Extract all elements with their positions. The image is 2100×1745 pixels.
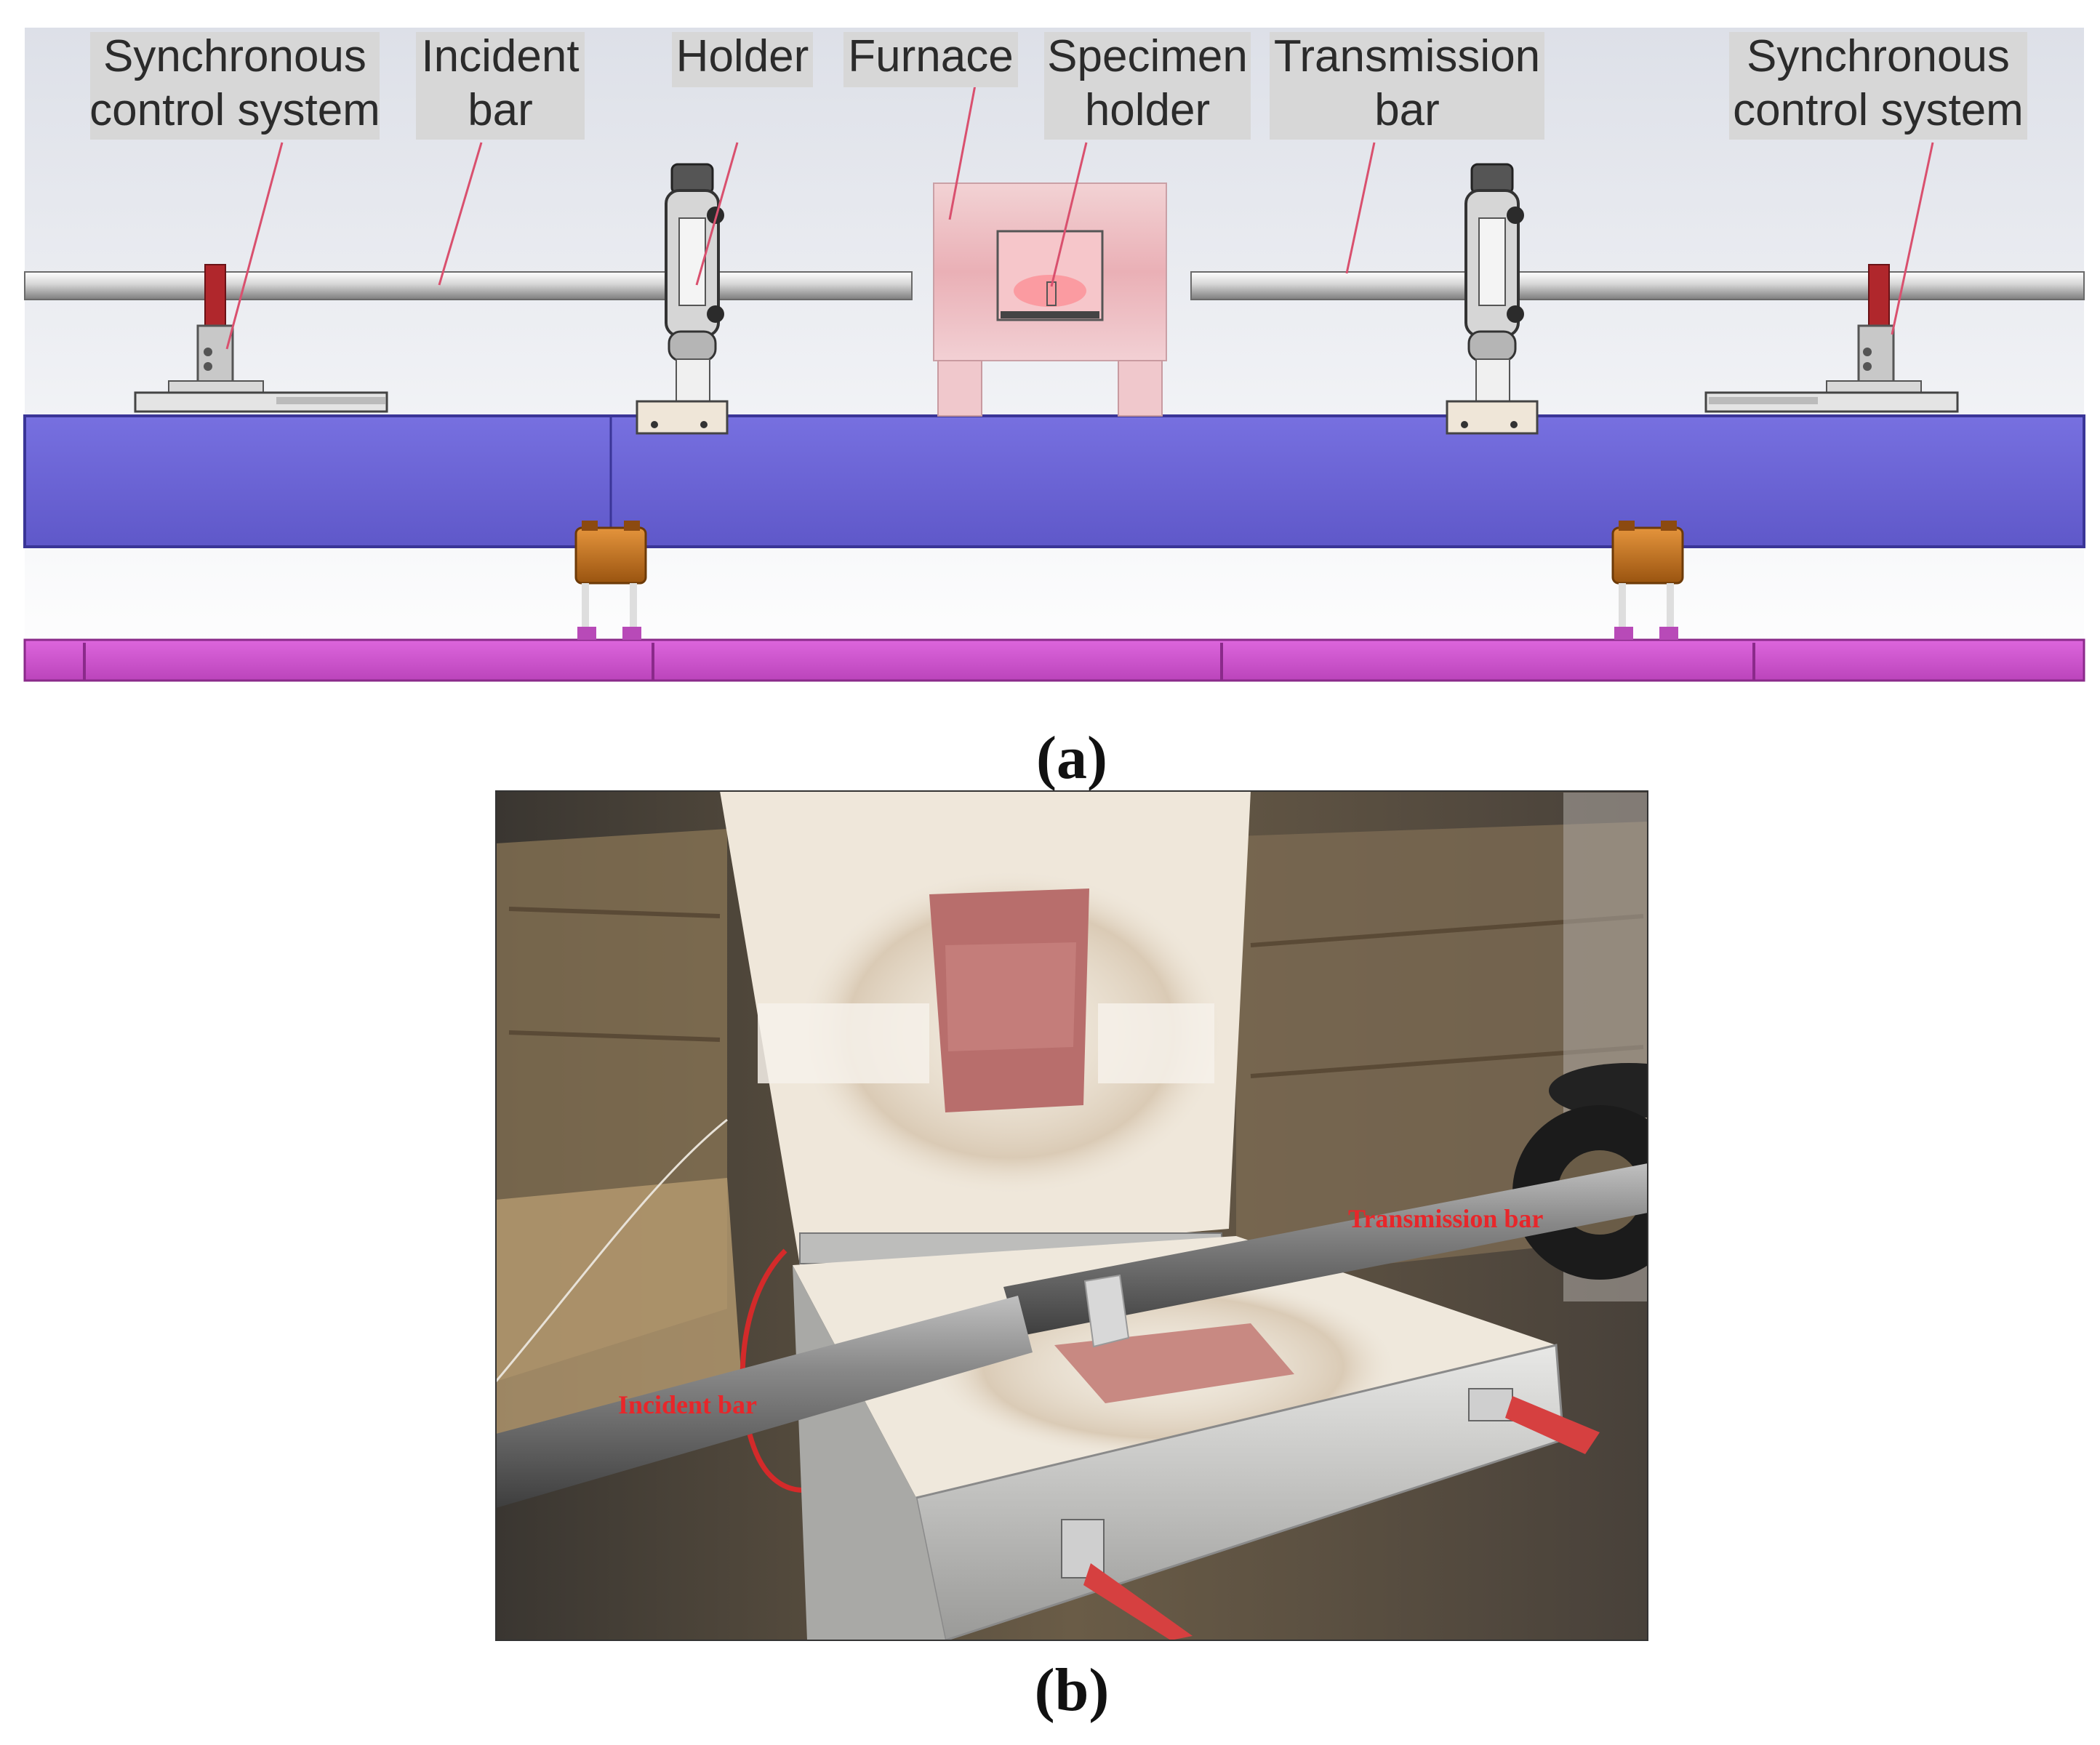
svg-text:Synchronous: Synchronous [103, 31, 366, 81]
furnace-cavity-bottom [1054, 1323, 1294, 1403]
label-sync-control-left: Synchronous control system [89, 31, 380, 140]
svg-text:bar: bar [1374, 85, 1440, 135]
photo-label-incident-bar: Incident bar [618, 1390, 757, 1419]
label-transmission-bar: Transmission bar [1270, 31, 1544, 140]
label-specimen-holder: Specimen holder [1044, 31, 1251, 140]
bar-holder-right [1446, 163, 1539, 435]
latch-front [1061, 1519, 1193, 1640]
furnace-lid [720, 791, 1251, 1265]
base-rail [23, 638, 2085, 682]
specimen-wrap [1083, 1274, 1130, 1348]
photo-label-transmission-bar: Transmission bar [1348, 1204, 1543, 1233]
leader-lines [225, 81, 1934, 350]
panel-b-photo: Incident bar Transmission bar [495, 790, 1648, 1641]
svg-text:control system: control system [89, 85, 380, 135]
label-furnace: Furnace [843, 31, 1018, 87]
label-sync-control-right: Synchronous control system [1729, 31, 2027, 140]
photo-incident-bar [496, 1296, 1033, 1508]
svg-text:Transmission: Transmission [1274, 31, 1540, 81]
beam-support-left [574, 521, 647, 640]
svg-text:bar: bar [468, 85, 533, 135]
svg-text:Synchronous: Synchronous [1747, 31, 2010, 81]
svg-text:Holder: Holder [676, 31, 809, 81]
label-incident-bar: Incident bar [416, 31, 585, 140]
photo-transmission-bar [1003, 1163, 1648, 1336]
svg-text:control system: control system [1733, 85, 2024, 135]
bar-holder-left [636, 163, 729, 435]
label-holder: Holder [672, 31, 813, 87]
svg-text:Specimen: Specimen [1047, 31, 1248, 81]
beam-support-right [1611, 521, 1684, 640]
svg-text:holder: holder [1085, 85, 1210, 135]
latch-right [1468, 1388, 1600, 1454]
transmission-bar [1190, 271, 2085, 300]
furnace [933, 182, 1167, 417]
support-beam [23, 414, 2085, 548]
sync-control-left [134, 264, 388, 413]
sync-control-right [1704, 264, 1959, 413]
incident-bar [24, 271, 913, 300]
rail-joints [83, 643, 1755, 681]
svg-text:Incident: Incident [421, 31, 579, 81]
caption-b: (b) [1035, 1656, 1110, 1724]
svg-text:Furnace: Furnace [848, 31, 1013, 81]
panel-a: Synchronous control system Incident bar … [23, 28, 2085, 792]
caption-a: (a) [1036, 724, 1107, 792]
